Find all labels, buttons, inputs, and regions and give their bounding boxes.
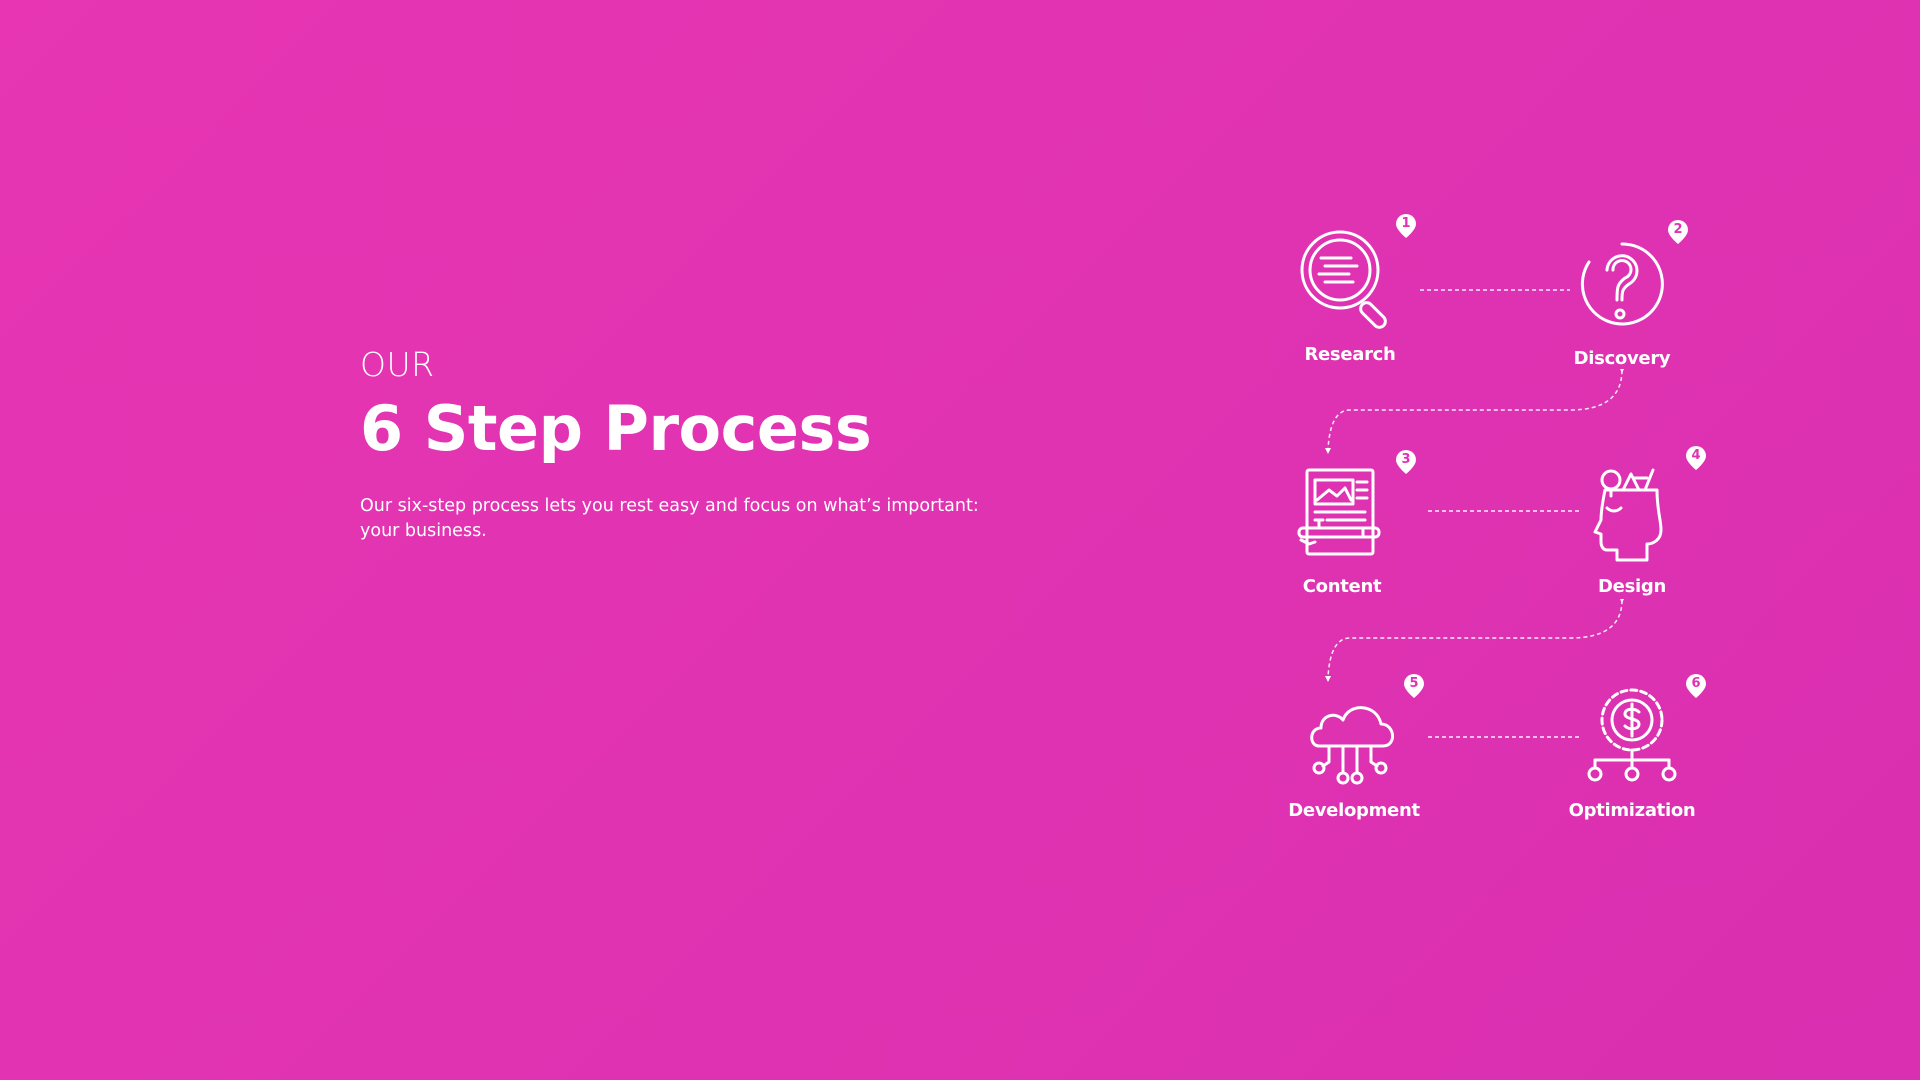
step-number: 6	[1684, 675, 1708, 693]
step-number-badge: 6	[1682, 672, 1710, 700]
process-diagram: Research 1 Discovery 2	[1270, 210, 1730, 850]
magnifier-document-icon	[1295, 228, 1405, 338]
step-number-badge: 4	[1682, 444, 1710, 472]
eyebrow-text: OUR	[360, 345, 1000, 385]
step-number: 3	[1394, 451, 1418, 469]
step-label: Development	[1274, 800, 1434, 821]
step-label: Optimization	[1552, 800, 1712, 821]
dollar-network-icon	[1577, 684, 1687, 794]
connector-2-3	[1328, 370, 1622, 450]
step-content: Content 3	[1262, 460, 1422, 597]
document-pen-icon	[1287, 460, 1397, 570]
step-number: 2	[1666, 221, 1690, 239]
step-research: Research 1	[1270, 228, 1430, 365]
page-title: 6 Step Process	[360, 393, 1000, 464]
cloud-network-icon	[1299, 684, 1409, 794]
step-label: Content	[1262, 576, 1422, 597]
step-number-badge: 2	[1664, 218, 1692, 246]
description-text: Our six-step process lets you rest easy …	[360, 494, 990, 545]
connector-4-5	[1328, 600, 1622, 678]
step-number-badge: 3	[1392, 448, 1420, 476]
step-number: 5	[1402, 675, 1426, 693]
head-ideas-icon	[1577, 460, 1687, 570]
step-label: Discovery	[1542, 348, 1702, 369]
step-number: 4	[1684, 447, 1708, 465]
question-circle-icon	[1567, 232, 1677, 342]
step-discovery: Discovery 2	[1542, 232, 1702, 369]
step-design: Design 4	[1552, 460, 1712, 597]
step-number-badge: 5	[1400, 672, 1428, 700]
step-number-badge: 1	[1392, 212, 1420, 240]
step-development: Development 5	[1274, 684, 1434, 821]
step-optimization: Optimization 6	[1552, 684, 1712, 821]
step-number: 1	[1394, 215, 1418, 233]
step-label: Design	[1552, 576, 1712, 597]
step-label: Research	[1270, 344, 1430, 365]
hero-section: OUR 6 Step Process Our six-step process …	[360, 345, 1000, 545]
